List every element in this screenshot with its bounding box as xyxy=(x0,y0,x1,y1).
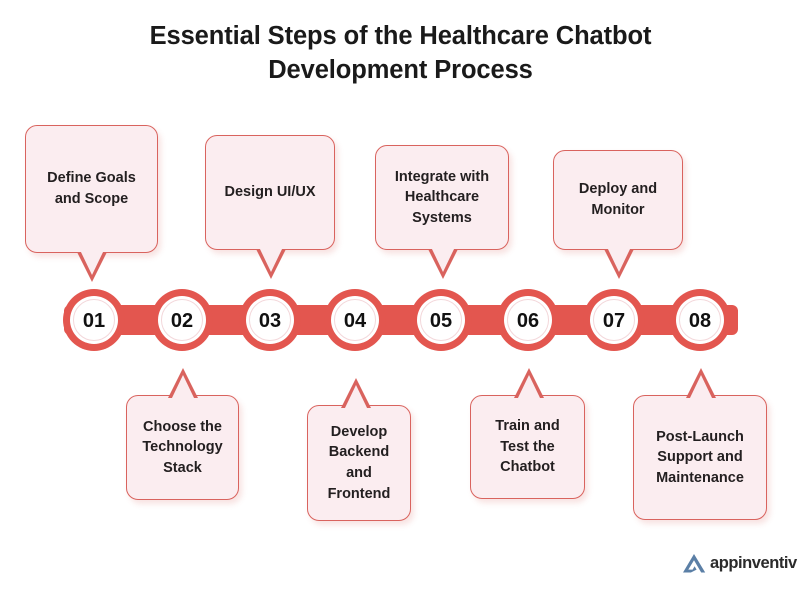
callout-step-01: Define Goals and Scope xyxy=(25,125,158,282)
timeline-track: 01 02 03 04 05 06 07 08 xyxy=(0,272,801,368)
timeline-node-07: 07 xyxy=(603,310,625,332)
callout-label: Deploy and Monitor xyxy=(578,181,658,218)
callout-label: Design UI/UX xyxy=(224,184,316,201)
timeline-node-02: 02 xyxy=(171,310,193,332)
appinventiv-logo: appinventiv xyxy=(681,548,797,578)
callout-step-06: Train and Test the Chatbot xyxy=(470,368,585,499)
callout-label: Integrate with Healthcare Systems xyxy=(394,168,490,226)
timeline-node-06: 06 xyxy=(517,310,539,332)
logo-wordmark: appinventiv xyxy=(710,553,797,572)
timeline-node-03: 03 xyxy=(259,310,281,332)
callout-step-02: Choose the Technology Stack xyxy=(126,368,239,500)
timeline-node-01: 01 xyxy=(83,310,105,332)
callout-step-03: Design UI/UX xyxy=(205,135,335,279)
callout-label: Define Goals and Scope xyxy=(47,170,136,207)
timeline-node-04: 04 xyxy=(344,310,367,332)
callout-label: Choose the Technology Stack xyxy=(142,418,223,476)
callout-step-08: Post-Launch Support and Maintenance xyxy=(633,368,767,520)
callout-step-05: Integrate with Healthcare Systems xyxy=(375,145,509,279)
page-title: Essential Steps of the Healthcare Chatbo… xyxy=(149,22,652,84)
callout-step-07: Deploy and Monitor xyxy=(553,150,683,279)
callout-step-04: Develop Backend and Frontend xyxy=(307,378,411,521)
callout-label: Post-Launch Support and Maintenance xyxy=(656,428,744,486)
callout-label: Train and Test the Chatbot xyxy=(495,418,560,476)
timeline-node-08: 08 xyxy=(689,310,711,332)
callout-label: Develop Backend and Frontend xyxy=(327,423,391,502)
appinventiv-triangle-mark xyxy=(683,554,706,573)
timeline-node-05: 05 xyxy=(430,310,452,332)
